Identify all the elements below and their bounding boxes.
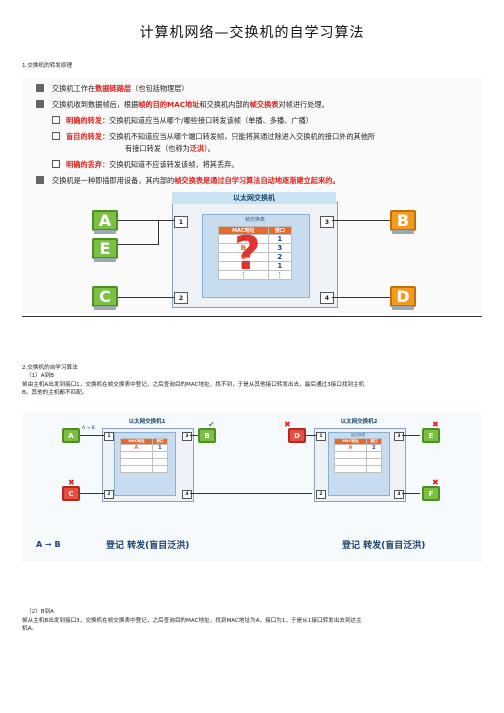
sw2-port-2: 2 — [316, 490, 326, 499]
port-3: 3 — [320, 216, 334, 228]
section1-heading: 1.交换机的转发原理 — [22, 63, 73, 69]
host-d: D — [390, 286, 416, 307]
port-1: 1 — [174, 216, 188, 228]
host-b: B — [198, 428, 216, 443]
square-bullet-icon — [36, 84, 44, 92]
cross-icon: ✖ — [284, 420, 291, 429]
square-bullet-icon — [36, 176, 44, 184]
host-stand — [94, 258, 116, 262]
step2-text: 帧从主机B出发到接口3，交换机在帧交换表中登记，之后查询目的MAC地址，找到MA… — [22, 618, 362, 624]
sw2-port-4: 4 — [394, 490, 404, 499]
host-c: C — [62, 486, 80, 501]
host-c: C — [92, 286, 118, 307]
step1-text-cont: B。其他的主机都不匹配。 — [22, 390, 88, 396]
wire — [190, 435, 198, 436]
host-f: F — [422, 486, 440, 501]
sw2-port-3: 3 — [394, 432, 404, 441]
caption-switch2: 登记 转发(盲目泛洪) — [342, 541, 426, 551]
port-4: 4 — [320, 292, 334, 304]
question-mark-icon: ? — [234, 226, 261, 280]
checkbox-icon — [52, 116, 60, 124]
page-title: 计算机网络—交换机的自学习算法 — [139, 25, 365, 41]
bullet-process: 交换机收到数据帧后，根据帧的目的MAC地址和交换机内部的帧交换表对帧进行处理。 — [36, 100, 329, 110]
divider — [22, 316, 482, 317]
wire — [80, 435, 104, 436]
wire-e-v — [158, 220, 159, 245]
host-a: A — [62, 428, 80, 443]
step1-text: 帧由主机A出发到接口1，交换机在帧交换表中登记，之后查询目的MAC地址，找不到，… — [22, 382, 365, 388]
sw2-port-1: 1 — [316, 432, 326, 441]
cross-icon: ✖ — [432, 420, 439, 429]
table-title: 帧交换表 — [244, 217, 265, 223]
section2-heading: 2.交换机的自学习算法 — [22, 365, 78, 371]
host-stand — [94, 230, 116, 234]
wire-c — [118, 297, 174, 298]
wire-e — [118, 244, 158, 245]
bullet-layer: 交换机工作在数据链路层（也包括物理层） — [36, 84, 189, 94]
checkbox-icon — [52, 160, 60, 168]
wire — [80, 493, 104, 494]
port-2: 2 — [174, 292, 188, 304]
wire — [402, 493, 420, 494]
table-row: ⋮⋮ — [218, 270, 293, 280]
sw1-port-2: 2 — [104, 490, 114, 499]
cross-icon: ✖ — [68, 478, 75, 487]
step2-title: （2）B到A — [26, 609, 55, 615]
host-e: E — [92, 238, 118, 259]
checkmark-icon: ✔ — [208, 420, 215, 429]
sub-clear-forward: 明确的转发：交换机知道应当从哪个/哪些接口转发该帧（单播、多播、广播） — [52, 116, 313, 126]
host-b: B — [390, 210, 416, 231]
wire-a — [118, 220, 174, 221]
host-stand — [392, 306, 414, 310]
step1-title: （1）A到B — [26, 373, 55, 379]
host-e: E — [422, 428, 440, 443]
arrow-label: A → B — [82, 426, 95, 431]
host-stand — [392, 230, 414, 234]
cross-icon: ✖ — [432, 478, 439, 487]
wire — [306, 435, 316, 436]
switch-title: 以太网交换机 — [172, 192, 336, 204]
sw1-port-4: 4 — [182, 490, 192, 499]
wire-b — [332, 220, 392, 221]
switch2-title: 以太网交换机2 — [340, 419, 378, 425]
square-bullet-icon — [36, 100, 44, 108]
sw1-port-1: 1 — [104, 432, 114, 441]
sw1-port-3: 3 — [182, 432, 192, 441]
host-d: D — [288, 428, 306, 443]
sub-blind-forward-cont: 有接口转发（也称为泛洪）。 — [125, 144, 215, 153]
switch1-title: 以太网交换机1 — [128, 419, 166, 425]
host-a: A — [92, 210, 118, 231]
sub-blind-forward: 盲目的转发：交换机不知道应当从哪个端口转发帧，只能将其通过除进入交换机的接口外的… — [52, 132, 375, 142]
sub-clear-drop: 明确的丢弃：交换机知道不应该转发该帧，将其丢弃。 — [52, 160, 239, 170]
host-stand — [94, 306, 116, 310]
switch2-table-title: 帧交换表 — [350, 433, 366, 437]
legend-a-to-b: A ➞ B — [36, 540, 61, 549]
caption-switch1: 登记 转发(盲目泛洪) — [106, 541, 190, 551]
wire — [402, 435, 420, 436]
wire-d — [332, 297, 392, 298]
bullet-plug-play: 交换机是一种即插即用设备，其内部的帧交换表是通过自学习算法自动地逐渐建立起来的。 — [36, 176, 340, 186]
figure-forwarding-principle: 交换机工作在数据链路层（也包括物理层） 交换机收到数据帧后，根据帧的目的MAC地… — [22, 78, 482, 314]
step2-text-cont: 机A。 — [22, 626, 38, 632]
wire-trunk — [190, 493, 312, 494]
checkbox-icon — [52, 132, 60, 140]
